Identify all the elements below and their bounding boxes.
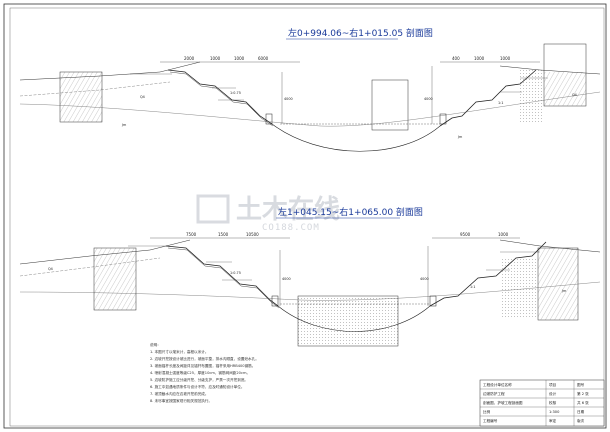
tb-r2-c0: 剖面图、护坡工程剖面图 [483,400,523,405]
section-bottom: 左1+045.15~右1+065.00 剖面图 7500 1500 10500 … [19,206,601,347]
rock-tag-bottom-right: Jm [561,289,567,293]
section-top-title: 左0+994.06~右1+015.05 剖面图 [288,27,433,39]
soil-block-center [371,79,409,131]
soil-block-bottom-center [297,295,399,347]
slope-left-top-protect [169,71,274,127]
ground-line-bottom-right [499,239,601,253]
slope-ratio-bottom-left: 1:0.75 [230,271,241,275]
watermark-main: 土木在线 [236,195,340,225]
soil-tag-top-right: Q4 [572,93,577,97]
tb-r4-c2: 版次 [577,418,585,423]
slope-left-bottom [165,245,279,307]
dim-top-6: 1000 [500,56,511,61]
title-block-frame [479,379,605,427]
toe-wall-right-bottom [429,295,437,307]
dim-top-3: 6000 [258,56,269,61]
slope-left-top [167,69,273,125]
ground-line-bottom-1 [19,239,191,265]
slope-ratio-bottom-right: 1:1 [470,285,475,289]
slope-ratio-top-right: 1:1 [498,101,503,105]
tb-r3-c0: 比例 [483,409,491,414]
rock-tag-top-left: Jm [121,123,127,127]
soil-block-bottom-right [537,247,579,321]
slope-left-bottom-protect [167,247,280,309]
tb-r2-c2: 共 6 张 [577,400,589,405]
notes-heading: 说明： [150,342,161,347]
dim-bottom-0: 7500 [186,232,197,237]
dim-bottom-3: 9500 [460,232,471,237]
note-line-0: 1. 本图尺寸以毫米计，高程以米计。 [150,349,208,354]
slope-right-rock [520,70,542,122]
tb-r3-c1: 1:300 [549,410,560,414]
river-line-bottom [19,281,601,301]
watermark-logo-mark [196,194,230,224]
ground-line-top-2 [19,81,171,97]
toe-wall-right-top [439,113,447,125]
tb-r4-c1: 审定 [549,418,557,423]
elevation-mark-top-r: 4000 [424,97,433,101]
dim-top-5: 1000 [474,56,485,61]
inner-frame [9,7,605,427]
toe-wall-left-top [265,113,273,125]
tb-r0-c1: 项目 [549,382,556,387]
notes-block: 说明： 1. 本图尺寸以毫米计，高程以米计。 2. 边坡开挖按设计坡比进行，坡面… [150,342,259,403]
toe-wall-left-bottom [271,295,279,307]
soil-block-right-fill [544,72,586,106]
section-bottom-title: 左1+045.15~右1+065.00 剖面图 [278,206,423,218]
dim-top-1: 1000 [210,56,221,61]
tb-r4-c0: 工程编号 [483,418,498,423]
soil-tag-bottom-left: Q4 [48,267,53,271]
dim-top-0: 2000 [184,56,195,61]
watermark-sub: CO188.COM [262,223,320,233]
watermark: 土木在线 CO188.COM [196,194,340,233]
channel-bottom-top [271,123,441,152]
note-line-5: 6. 施工中如遇地质条件与设计不符，应及时通知设计单位。 [150,384,244,389]
tb-r1-c1: 设计 [549,391,557,396]
ground-line-top-1 [19,61,201,81]
slope-right-top [439,69,537,127]
note-line-4: 5. 边坡防护施工应分级开挖、分级支护，严禁一次开挖到底。 [150,377,248,382]
river-line-top [19,91,601,127]
note-line-7: 8. 未尽事宜按国家现行相关规范执行。 [150,398,212,403]
sheet-border [3,3,607,429]
dim-bottom-4: 1000 [498,232,509,237]
elevation-mark-bottom: 4000 [282,277,291,281]
note-line-2: 3. 坡面锚杆长度及间距详见锚杆布置图，锚杆采用HRB400钢筋。 [150,363,255,368]
tb-r0-c0: 工程设计单位名称 [483,382,512,387]
ground-line-bottom-2 [19,257,161,277]
section-top: 左0+994.06~右1+015.05 剖面图 2000 1000 1000 6… [19,27,601,152]
title-block: 工程设计单位名称 项目 图号 边坡防护工程 设计 第 2 张 剖面图、护坡工程剖… [479,379,605,427]
dim-top-4: 400 [452,56,460,61]
tb-r1-c0: 边坡防护工程 [483,391,505,396]
note-line-1: 2. 边坡开挖按设计坡比进行，坡面平整，排水沟顺直，设置泄水孔。 [150,356,259,361]
note-line-3: 4. 喷射混凝土强度等级C25，厚度10cm，钢筋网间距20cm。 [150,370,250,375]
dim-bottom-2: 10500 [246,232,259,237]
tb-r1-c2: 第 2 张 [577,391,589,396]
note-line-6: 7. 坡顶截水沟应在边坡开挖前完成。 [150,391,208,396]
tb-r2-c1: 校核 [549,400,557,405]
dim-top-2: 1000 [234,56,245,61]
tb-r3-c2: 日期 [577,409,585,414]
elevation-mark-top: 4000 [284,97,293,101]
slope-right-bottom [429,241,547,307]
tb-r0-c2: 图号 [577,382,585,387]
channel-bottom-bottom [277,305,431,332]
elevation-mark-bottom-r: 4000 [420,277,429,281]
soil-block-bottom-left [93,247,137,311]
soil-tag-top-left: Q4 [140,95,145,99]
dim-bottom-1: 1500 [218,232,229,237]
rock-tag-top-right: Jm [457,135,463,139]
soil-block-left [59,71,103,123]
slope-ratio-top-left: 1:0.75 [230,91,241,95]
